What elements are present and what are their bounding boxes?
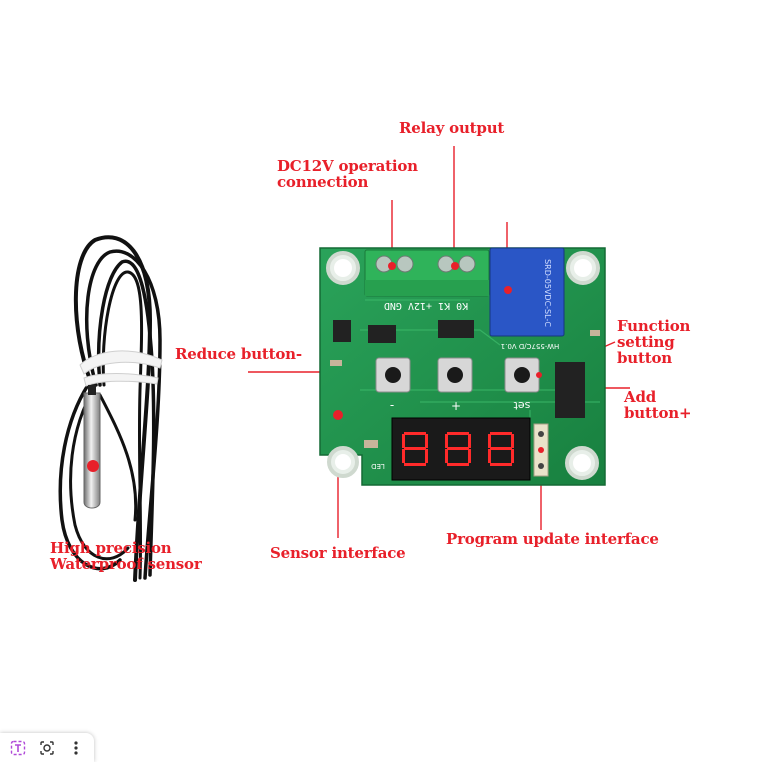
more-icon[interactable] [66, 738, 86, 758]
screw-terminal [364, 249, 490, 297]
dc12v-connection-label: DC12V operation connection [277, 158, 418, 190]
minus-label: - [390, 398, 394, 412]
reduce-button-label: Reduce button- [175, 345, 302, 363]
led-label: LED [371, 462, 385, 470]
add-label-line1: Add [624, 388, 657, 406]
seven-segment-display [391, 417, 531, 481]
thermostat-pcb: K0 K1 +12V GND SRD-05VDC-SL-C HW-557C/D … [319, 247, 606, 486]
add-button [504, 357, 542, 393]
model-marking: HW-557C/D V0.1 [501, 342, 560, 350]
sensor-label-line2: Waterproof sensor [50, 555, 202, 573]
relay: SRD-05VDC-SL-C [489, 247, 565, 337]
function-label-line1: Function [617, 317, 691, 335]
text-icon[interactable] [8, 738, 28, 758]
sensor-label-line1: High precision [50, 539, 172, 557]
terminal-labels: K0 K1 +12V GND [384, 300, 468, 311]
function-setting-button [437, 357, 473, 393]
add-button-label: Add button+ [624, 388, 692, 422]
sensor-interface-label: Sensor interface [270, 544, 406, 562]
set-label: set [513, 399, 530, 412]
smd-components [330, 320, 600, 448]
function-label-line3: button [617, 349, 672, 367]
add-label-line2: button+ [624, 404, 692, 422]
program-header [533, 423, 549, 477]
program-update-interface-label: Program update interface [446, 530, 659, 548]
function-setting-button-label: Function setting button [617, 318, 690, 366]
waterproof-sensor-cable [58, 235, 163, 582]
dc12v-label-line2: connection [277, 173, 369, 191]
relay-output-label: Relay output [399, 119, 505, 137]
sensor-probe [83, 385, 101, 509]
waterproof-sensor-label: High precision Waterproof sensor [50, 540, 202, 572]
image-toolbar [0, 733, 94, 762]
function-label-line2: setting [617, 333, 675, 351]
mounting-holes [326, 251, 600, 480]
reduce-button [375, 357, 411, 393]
lens-icon[interactable] [37, 738, 57, 758]
dc12v-label-line1: DC12V operation [277, 157, 418, 175]
relay-marking: SRD-05VDC-SL-C [543, 259, 552, 327]
plus-label: + [451, 399, 461, 413]
